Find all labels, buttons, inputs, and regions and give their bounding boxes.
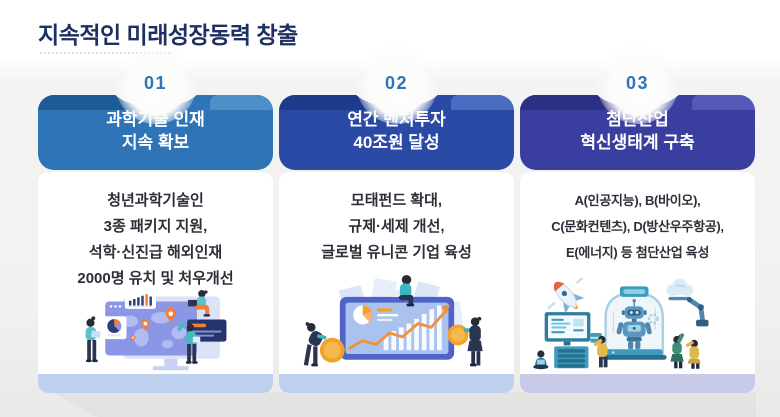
body-line: 글로벌 유니콘 기업 육성 xyxy=(321,244,472,261)
card-advanced-industry: A(인공지능), B(바이오), C(문화컨텐츠), D(방산우주항공), E(… xyxy=(520,172,755,393)
body-line: 청년과학기술인 xyxy=(107,192,204,209)
header-title-line: 혁신생태계 구축 xyxy=(580,132,695,152)
card-footer-strip xyxy=(38,374,273,393)
page-title: 지속적인 미래성장동력 창출 xyxy=(38,22,298,48)
body-line: 3종 패키지 지원, xyxy=(103,218,208,235)
step-number: 03 xyxy=(625,73,650,93)
body-line: 모태펀드 확대, xyxy=(350,192,443,209)
column-venture-investment: 02 연간 벤처투자 40조원 달성 모태펀드 확대, 규제·세제 개선, 글로… xyxy=(279,42,514,405)
world-map-dashboard-illustration xyxy=(85,290,226,371)
card-body-text: 모태펀드 확대, 규제·세제 개선, 글로벌 유니콘 기업 육성 xyxy=(279,172,514,266)
step-number: 02 xyxy=(384,73,409,93)
card-science-talent: 청년과학기술인 3종 패키지 지원, 석학·신진급 해외인재 2000명 유치 … xyxy=(38,172,273,393)
header-box-advanced-industry: 첨단산업 혁신생태계 구축 xyxy=(520,95,755,170)
card-body-text: 청년과학기술인 3종 패키지 지원, 석학·신진급 해외인재 2000명 유치 … xyxy=(38,172,273,292)
column-advanced-industry: 03 첨단산업 혁신생태계 구축 A(인공지능), B(바이오), C(문화컨텐… xyxy=(520,42,755,405)
card-body-text: A(인공지능), B(바이오), C(문화컨텐츠), D(방산우주항공), E(… xyxy=(520,172,755,266)
body-line: 석학·신진급 해외인재 xyxy=(88,244,223,261)
header-title-line: 과학기술 인재 xyxy=(106,110,205,129)
card-footer-strip xyxy=(520,374,755,393)
header-title-line: 지속 확보 xyxy=(121,132,190,152)
header-box-science-talent: 과학기술 인재 지속 확보 xyxy=(38,95,273,170)
header-box-venture-investment: 연간 벤처투자 40조원 달성 xyxy=(279,95,514,170)
title-underline xyxy=(40,52,170,54)
card-footer-strip xyxy=(279,374,514,393)
growth-chart-coins-illustration xyxy=(303,274,483,367)
body-line: C(문화컨텐츠), D(방산우주항공), xyxy=(551,219,724,234)
header-title-line: 40조원 달성 xyxy=(353,132,440,152)
robot-lab-illustration xyxy=(532,277,708,370)
body-line: 2000명 유치 및 처우개선 xyxy=(77,270,234,287)
column-science-talent: 01 과학기술 인재 지속 확보 청년과학기술인 3종 패키지 지원, 석학·신… xyxy=(38,42,273,405)
card-drop-shadow xyxy=(52,392,756,417)
body-line: 규제·세제 개선, xyxy=(348,218,445,235)
header-title-line: 연간 벤처투자 xyxy=(347,110,446,129)
body-line: A(인공지능), B(바이오), xyxy=(574,193,701,208)
card-venture-investment: 모태펀드 확대, 규제·세제 개선, 글로벌 유니콘 기업 육성 xyxy=(279,172,514,393)
step-number: 01 xyxy=(143,73,168,93)
body-line: E(에너지) 등 첨단산업 육성 xyxy=(566,245,709,260)
header-title-line: 첨단산업 xyxy=(606,110,669,129)
